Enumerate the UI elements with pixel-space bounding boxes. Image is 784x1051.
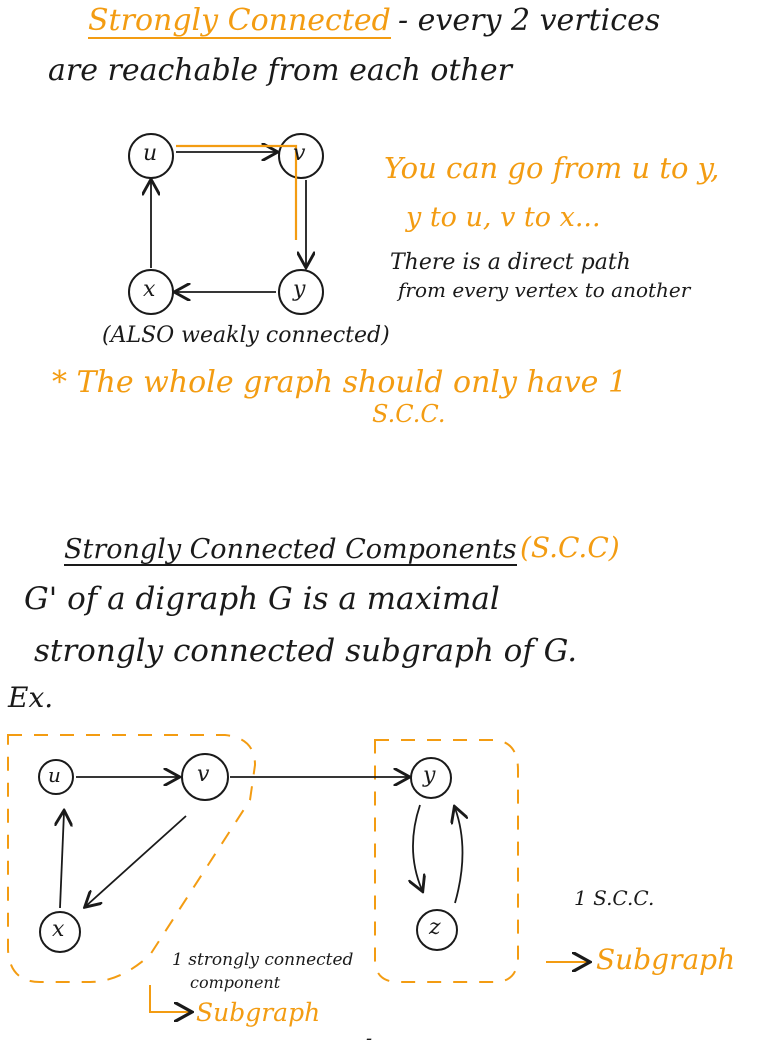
- stray-dash-mark: -: [366, 1028, 373, 1049]
- section1-definition-line2: are reachable from each other: [48, 53, 512, 88]
- graph2-label-u: u: [48, 763, 61, 787]
- section1-direct-path-line2: from every vertex to another: [398, 278, 691, 302]
- graph2-label-x: x: [52, 917, 65, 942]
- subgraph-label-left: Subgraph: [196, 998, 321, 1027]
- graph1-label-u: u: [143, 141, 158, 166]
- section2-example-label: Ex.: [8, 681, 54, 714]
- section2-definition-line1: G' of a digraph G is a maximal: [24, 581, 500, 617]
- section1-weakly-connected-note: (ALSO weakly connected): [102, 323, 390, 348]
- subgraph-left-pointer: [149, 985, 190, 1012]
- graph2-node-u: [38, 759, 74, 795]
- graph2-node-z: [416, 909, 458, 951]
- section2-title-abbreviation: (S.C.C): [520, 531, 620, 564]
- section1-direct-path-line1: There is a direct path: [390, 250, 631, 275]
- section1-title: Strongly Connected: [88, 3, 391, 39]
- graph2-edge-z-y: [455, 808, 463, 904]
- graph1-label-v: v: [293, 141, 306, 166]
- section1-note-line2: y to u, v to x...: [406, 202, 601, 233]
- graph2-node-v: [181, 753, 229, 801]
- graph2-component-left-boundary: [7, 734, 257, 983]
- graph2-component-right-boundary: [374, 739, 519, 983]
- graph1-node-y: [278, 269, 324, 315]
- scc-count-label: 1 S.C.C.: [574, 886, 655, 910]
- section2-definition-line2: strongly connected subgraph of G.: [34, 633, 578, 669]
- graph2-label-z: z: [429, 915, 441, 940]
- graph1-highlight-path: [176, 144, 298, 240]
- subgraph-label-right: Subgraph: [596, 943, 736, 976]
- graph2-label-v: v: [197, 762, 210, 787]
- section1-whole-graph-line2: S.C.C.: [372, 400, 446, 428]
- graph2-edge-y-z: [413, 804, 422, 890]
- component-note-line2: component: [190, 973, 281, 992]
- graph2-node-x: [39, 911, 81, 953]
- section1-note-line1: You can go from u to y,: [384, 151, 720, 185]
- graph2-label-y: y: [423, 763, 436, 788]
- component-note-line1: 1 strongly connected: [172, 950, 354, 970]
- section1-whole-graph-line1: * The whole graph should only have 1: [52, 365, 628, 400]
- section2-title: Strongly Connected Components: [64, 534, 517, 566]
- section1-definition-line1: - every 2 vertices: [398, 3, 661, 38]
- graph2-edge-v-x: [86, 815, 187, 906]
- graph1-label-x: x: [143, 277, 156, 302]
- graph1-label-y: y: [293, 277, 306, 302]
- graph2-edge-x-u: [60, 812, 64, 909]
